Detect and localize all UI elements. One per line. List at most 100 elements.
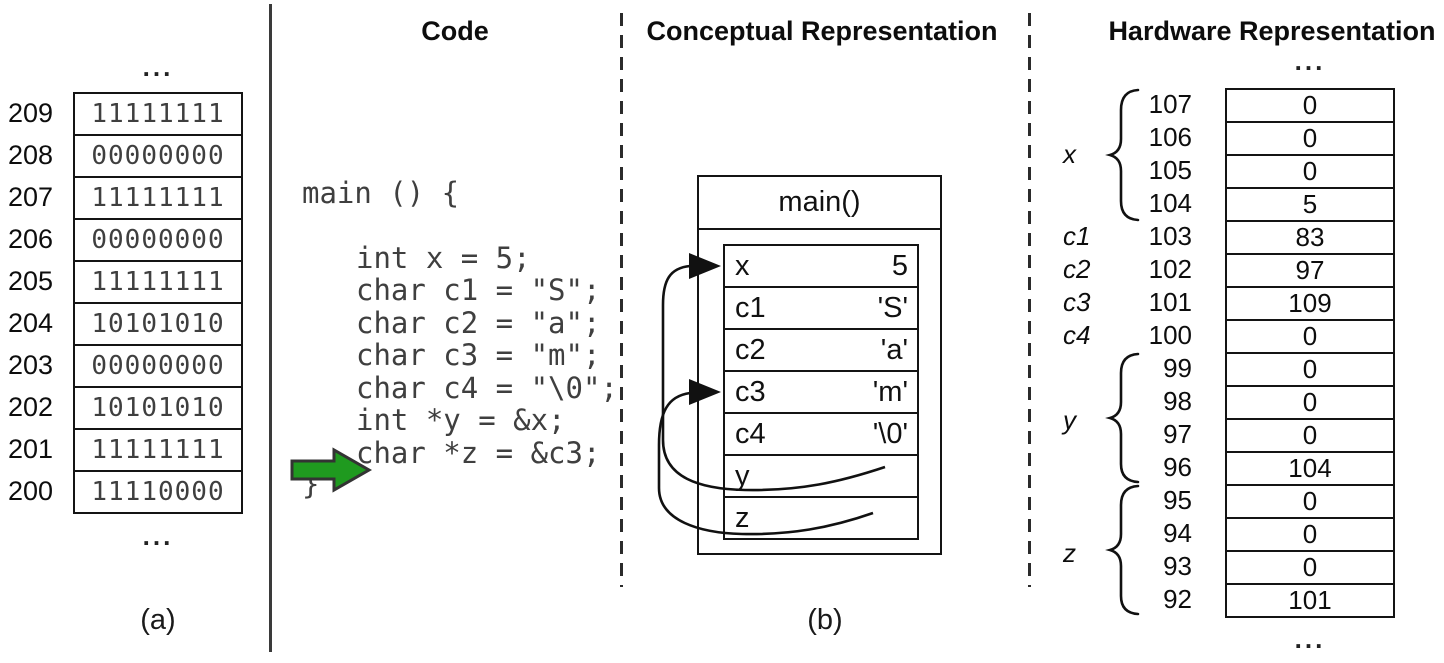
hw-memory-cell: 0 xyxy=(1225,319,1395,354)
hw-memory-cell: 0 xyxy=(1225,121,1395,156)
hw-variable-c4: c4 xyxy=(1063,320,1091,350)
variable-value: 5 xyxy=(891,249,908,282)
hw-address: 99 xyxy=(1163,353,1192,383)
variable-row-c4: c4 '\0' xyxy=(723,412,919,456)
panel-a-caption: (a) xyxy=(140,604,176,636)
address-label: 206 xyxy=(8,224,54,254)
code-line: char c2 = "a"; xyxy=(356,306,601,340)
hw-memory-cell: 0 xyxy=(1225,484,1395,519)
conceptual-column-header: Conceptual Representation xyxy=(646,16,998,46)
hardware-column-header: Hardware Representation xyxy=(1108,16,1436,46)
hw-variable-y: y xyxy=(1063,405,1076,435)
memory-cell: 11111111 xyxy=(73,428,243,472)
address-label: 208 xyxy=(8,140,54,170)
hw-address: 97 xyxy=(1163,419,1192,449)
hw-address: 102 xyxy=(1148,254,1192,284)
memory-cell: 00000000 xyxy=(73,344,243,388)
hw-memory-cell: 83 xyxy=(1225,220,1395,255)
hw-memory-cell: 97 xyxy=(1225,253,1395,288)
dashed-divider-left xyxy=(620,13,623,587)
panel-divider-line xyxy=(269,4,272,652)
variable-value: 'a' xyxy=(880,333,908,366)
hw-memory-cell: 0 xyxy=(1225,352,1395,387)
code-line: char c1 = "S"; xyxy=(356,273,601,307)
hw-variable-x: x xyxy=(1063,139,1076,169)
memory-cell: 11111111 xyxy=(73,260,243,304)
hw-address: 100 xyxy=(1148,320,1192,350)
code-line: main () { xyxy=(302,176,460,210)
code-line: char c3 = "m"; xyxy=(356,338,601,372)
memory-cell: 11111111 xyxy=(73,176,243,220)
memory-cell: 10101010 xyxy=(73,386,243,430)
address-label: 204 xyxy=(8,308,54,338)
hw-address: 96 xyxy=(1163,452,1192,482)
variable-value: 'S' xyxy=(877,291,908,324)
address-label: 203 xyxy=(8,350,54,380)
hardware-bottom-ellipsis: ... xyxy=(1294,624,1326,654)
address-label: 207 xyxy=(8,182,54,212)
hw-address: 105 xyxy=(1148,155,1192,185)
variable-row-y: y xyxy=(723,454,919,498)
hw-address: 94 xyxy=(1163,518,1192,548)
hw-address: 104 xyxy=(1148,188,1192,218)
hw-address: 92 xyxy=(1163,584,1192,614)
hw-variable-c3: c3 xyxy=(1063,287,1091,317)
variable-name: c2 xyxy=(735,333,766,366)
panel-a-top-ellipsis: ... xyxy=(142,52,174,82)
hw-memory-cell: 104 xyxy=(1225,451,1395,486)
memory-cell: 11110000 xyxy=(73,470,243,514)
main-frame-title: main() xyxy=(699,177,940,230)
panel-a-bottom-ellipsis: ... xyxy=(142,521,174,551)
hw-memory-cell: 0 xyxy=(1225,517,1395,552)
variable-name: x xyxy=(735,249,750,282)
hw-address: 98 xyxy=(1163,386,1192,416)
hw-address: 101 xyxy=(1148,287,1192,317)
hw-address: 103 xyxy=(1148,221,1192,251)
variable-name: c4 xyxy=(735,417,766,450)
hw-memory-cell: 0 xyxy=(1225,550,1395,585)
hw-address: 107 xyxy=(1148,89,1192,119)
address-label: 201 xyxy=(8,434,54,464)
hw-address: 93 xyxy=(1163,551,1192,581)
hw-memory-cell: 5 xyxy=(1225,187,1395,222)
hw-memory-cell: 0 xyxy=(1225,418,1395,453)
variable-name: c1 xyxy=(735,291,766,324)
code-column-header: Code xyxy=(421,16,489,46)
hw-variable-c2: c2 xyxy=(1063,254,1091,284)
variable-value: 'm' xyxy=(872,375,908,408)
hw-memory-cell: 0 xyxy=(1225,154,1395,189)
hw-memory-cell: 0 xyxy=(1225,385,1395,420)
variable-row-c3: c3 'm' xyxy=(723,370,919,414)
code-line: } xyxy=(302,467,320,501)
code-line: char *z = &c3; xyxy=(356,436,601,470)
variable-name: y xyxy=(735,459,750,492)
hw-memory-cell: 101 xyxy=(1225,583,1395,618)
hw-memory-cell: 0 xyxy=(1225,88,1395,123)
hw-variable-z: z xyxy=(1063,538,1076,568)
memory-cell: 11111111 xyxy=(73,92,243,136)
memory-cell: 10101010 xyxy=(73,302,243,346)
address-label: 202 xyxy=(8,392,54,422)
memory-cell: 00000000 xyxy=(73,134,243,178)
dashed-divider-right xyxy=(1028,13,1031,587)
panel-b-caption: (b) xyxy=(807,604,843,636)
code-line: char c4 = "\0"; xyxy=(356,371,618,405)
code-line: int *y = &x; xyxy=(356,403,566,437)
address-label: 200 xyxy=(8,476,54,506)
variable-name: z xyxy=(735,501,750,534)
variable-row-x: x 5 xyxy=(723,244,919,288)
variable-value: '\0' xyxy=(872,417,908,450)
variable-row-c1: c1 'S' xyxy=(723,286,919,330)
address-label: 209 xyxy=(8,98,54,128)
hw-variable-c1: c1 xyxy=(1063,221,1091,251)
memory-cell: 00000000 xyxy=(73,218,243,262)
hardware-top-ellipsis: ... xyxy=(1294,46,1326,76)
hw-address: 106 xyxy=(1148,122,1192,152)
variable-row-z: z xyxy=(723,496,919,540)
code-line: int x = 5; xyxy=(356,241,531,275)
address-label: 205 xyxy=(8,266,54,296)
variable-row-c2: c2 'a' xyxy=(723,328,919,372)
hw-memory-cell: 109 xyxy=(1225,286,1395,321)
variable-name: c3 xyxy=(735,375,766,408)
